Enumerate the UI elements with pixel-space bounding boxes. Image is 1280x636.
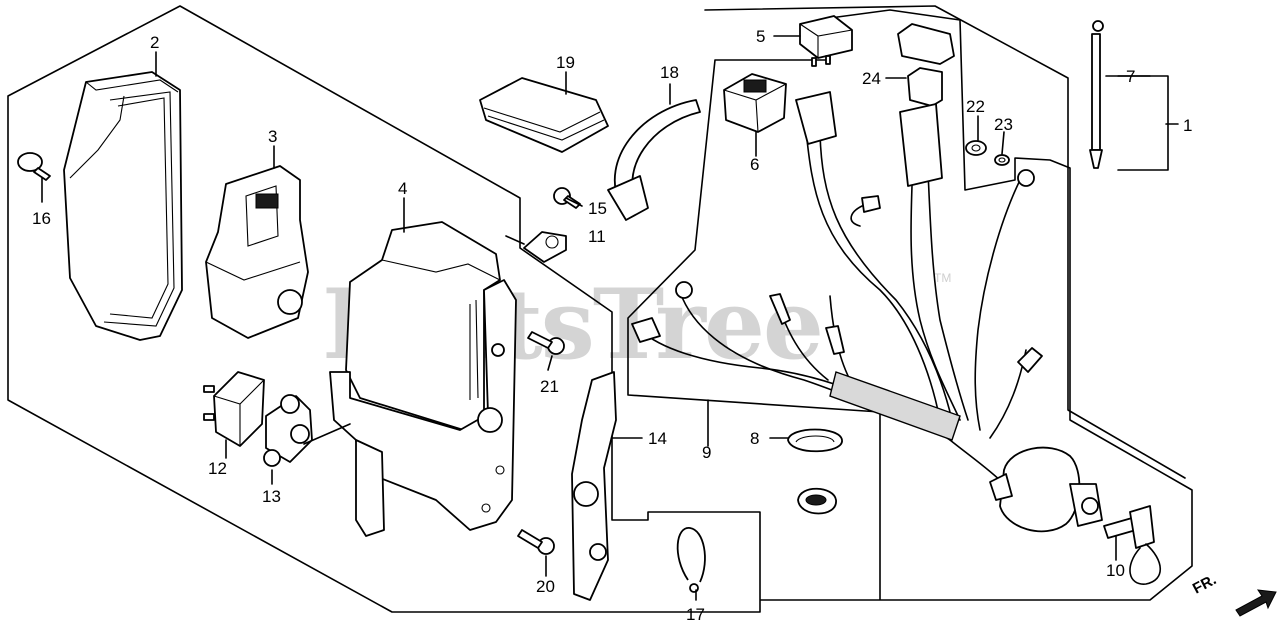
callout-3: 3 — [268, 127, 277, 146]
wire-harness-9 — [631, 91, 1043, 485]
plate-14 — [571, 371, 617, 601]
callout-6: 6 — [750, 155, 759, 174]
relay-5 — [799, 15, 853, 67]
callout-22: 22 — [966, 97, 985, 116]
callout-17: 17 — [686, 605, 705, 624]
clip-11 — [523, 231, 567, 263]
callout-2: 2 — [150, 33, 159, 52]
callout-23: 23 — [994, 115, 1013, 134]
callout-24: 24 — [862, 69, 881, 88]
callout-4: 4 — [398, 179, 407, 198]
callout-5: 5 — [756, 27, 765, 46]
front-direction-indicator: FR. — [1190, 571, 1277, 617]
left-assembly-outline — [7, 5, 1193, 613]
callout-18: 18 — [660, 63, 679, 82]
watermark-trademark: TM — [934, 271, 951, 285]
callout-8: 8 — [750, 429, 759, 448]
screw-21 — [527, 331, 565, 355]
callout-7: 7 — [1126, 67, 1135, 86]
nut-22 — [965, 140, 987, 156]
callout-labels: 1 2 3 4 5 6 7 8 9 10 11 12 13 14 15 16 1… — [32, 27, 1192, 624]
callout-1: 1 — [1183, 116, 1192, 135]
terminal-block-13 — [263, 394, 313, 467]
fuse-cover-24 — [897, 23, 955, 107]
callout-14: 14 — [648, 429, 667, 448]
callout-16: 16 — [32, 209, 51, 228]
mounting-bracket — [205, 165, 309, 339]
callout-10: 10 — [1106, 561, 1125, 580]
callout-15: 15 — [588, 199, 607, 218]
callout-20: 20 — [536, 577, 555, 596]
callout-11: 11 — [588, 227, 606, 246]
callout-12: 12 — [208, 459, 227, 478]
callout-19: 19 — [556, 53, 575, 72]
callout-21: 21 — [540, 377, 559, 396]
switch-12 — [203, 371, 265, 447]
washer-23 — [994, 154, 1010, 166]
battery-cable-7 — [1089, 20, 1104, 169]
screw-16 — [17, 152, 51, 181]
fuse-holder-6 — [723, 73, 787, 133]
screw-20 — [517, 529, 555, 555]
ignition-switch — [989, 446, 1103, 533]
harness-assembly-outline — [704, 5, 1186, 479]
wire-clip-17 — [676, 527, 706, 593]
band-8 — [787, 428, 843, 453]
foam-pad-19 — [479, 77, 609, 153]
key-10 — [1103, 505, 1161, 585]
callout-13: 13 — [262, 487, 281, 506]
grommet — [797, 487, 837, 515]
front-direction-label: FR. — [1190, 571, 1219, 597]
control-box — [329, 221, 517, 537]
control-box-cover — [63, 71, 183, 341]
callout-9: 9 — [702, 443, 711, 462]
cable-strap-18 — [607, 99, 701, 221]
leader-lines — [41, 35, 1179, 601]
